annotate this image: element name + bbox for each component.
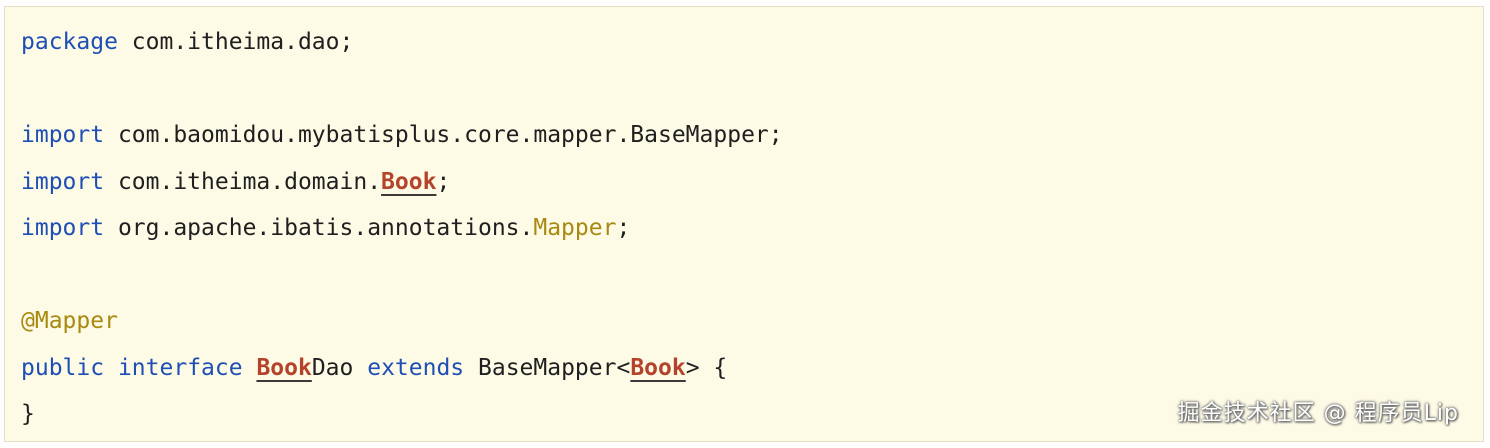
code-line: public interface BookDao extends BaseMap… — [21, 345, 783, 392]
code-annotation: @Mapper — [21, 308, 118, 334]
code-class-reference: Book — [630, 354, 686, 381]
watermark-text: 掘金技术社区 @ 程序员Lip — [1177, 401, 1459, 426]
code-text: } — [21, 401, 35, 427]
code-keyword: import — [21, 122, 105, 148]
code-keyword: import — [21, 168, 105, 195]
code-class-reference: Book — [381, 168, 437, 195]
code-keyword: extends — [367, 354, 465, 381]
code-text: ; — [436, 168, 451, 195]
code-text — [104, 355, 118, 381]
code-text: > { — [685, 354, 728, 381]
code-text: BaseMapper< — [464, 354, 631, 381]
code-text: ; — [616, 215, 631, 241]
code-line — [21, 252, 783, 299]
code-text: com.itheima.domain. — [104, 168, 382, 195]
code-class-reference: Book — [256, 354, 312, 381]
code-text: Dao — [311, 354, 368, 381]
code-block: package com.itheima.dao; import com.baom… — [21, 19, 783, 438]
code-line: import org.apache.ibatis.annotations.Map… — [21, 205, 783, 252]
code-line: @Mapper — [21, 298, 783, 345]
code-keyword: package — [21, 29, 118, 55]
code-text: org.apache.ibatis.annotations. — [104, 215, 534, 241]
code-line: } — [21, 391, 783, 438]
code-line: package com.itheima.dao; — [21, 19, 783, 66]
code-keyword: interface — [117, 354, 243, 381]
code-keyword: import — [21, 215, 105, 241]
code-line: import com.itheima.domain.Book; — [21, 159, 783, 206]
code-annotation: Mapper — [533, 215, 617, 241]
code-text: com.baomidou.mybatisplus.core.mapper.Bas… — [104, 122, 783, 148]
code-panel: package com.itheima.dao; import com.baom… — [4, 6, 1484, 442]
code-line: import com.baomidou.mybatisplus.core.map… — [21, 112, 783, 159]
code-line — [21, 66, 783, 113]
code-text: com.itheima.dao; — [117, 29, 354, 55]
code-keyword: public — [21, 354, 105, 381]
code-text — [243, 355, 257, 381]
